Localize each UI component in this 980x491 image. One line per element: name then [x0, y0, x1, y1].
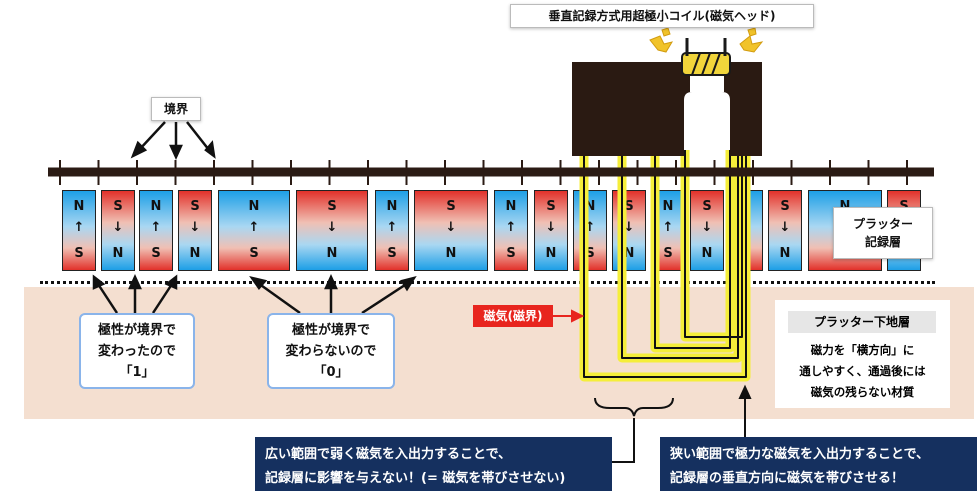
arrow-down-icon: ↓ [779, 220, 791, 235]
platter-recording-layer-label: プラッター 記録層 [833, 207, 933, 259]
pole-bottom-label: N [326, 246, 338, 261]
magnet-n-up: N ↑ S [494, 190, 528, 271]
magnet-s-down: S ↓ N [101, 190, 135, 271]
pole-top-label: S [546, 199, 556, 214]
spark-right-icon [739, 27, 764, 53]
pole-bottom-label: S [387, 246, 397, 261]
arrow-up-icon: ↑ [73, 220, 85, 235]
pole-bottom-label: N [545, 246, 557, 261]
field-brace [594, 397, 674, 417]
bottom-right-line1: 狭い範囲で極力な磁気を入出力することで、 [670, 447, 930, 462]
magnet-n-up: N ↑ S [218, 190, 290, 271]
bottom-note-narrow-strong: 狭い範囲で極力な磁気を入出力することで、 記録層の垂直方向に磁気を帯びさせる！ [660, 437, 977, 491]
pole-top-label: S [702, 199, 712, 214]
arrow-down-icon: ↓ [189, 220, 201, 235]
pole-top-label: S [624, 199, 634, 214]
bottom-note-wide-weak: 広い範囲で弱く磁気を入出力することで、 記録層に影響を与えない！(= 磁気を帯び… [255, 437, 612, 491]
pole-top-label: S [780, 199, 790, 214]
arrow-up-icon: ↑ [386, 220, 398, 235]
bottom-right-line2: 記録層の垂直方向に磁気を帯びさせる！ [670, 471, 905, 486]
pole-top-label: N [662, 199, 674, 214]
arrow-up-icon: ↑ [662, 220, 674, 235]
pole-top-label: N [150, 199, 162, 214]
magnet-s-down: S ↓ N [768, 190, 802, 271]
underlayer-title: プラッター下地層 [788, 311, 936, 333]
callout-2-arrows [249, 273, 417, 315]
arrow-up-icon: ↑ [248, 220, 260, 235]
arrow-down-icon: ↓ [445, 220, 457, 235]
arrow-down-icon: ↓ [545, 220, 557, 235]
magnet-s-down: S ↓ N [690, 190, 724, 271]
magnetic-field-label: 磁気(磁界) [473, 305, 553, 327]
pole-top-label: S [113, 199, 123, 214]
callout-1-line1: 極性が境界で [97, 323, 176, 338]
underlayer-description: 磁力を「横方向」に 通しやすく、通過後には 磁気の残らない材質 [775, 340, 950, 403]
pole-bottom-label: N [112, 246, 124, 261]
magnet-n-up: N ↑ S [573, 190, 607, 271]
underlayer-line1: 磁力を「横方向」に [810, 343, 915, 357]
platter-label-line1: プラッター [852, 217, 913, 231]
callout-polarity-changed: 極性が境界で 変わったので 「1」 [79, 313, 195, 389]
pole-top-label: N [73, 199, 85, 214]
pole-bottom-label: N [189, 246, 201, 261]
callout-2-line2: 変わらないので [285, 344, 377, 359]
pole-top-label: S [888, 199, 920, 214]
bottom-left-line1: 広い範囲で弱く磁気を入出力することで、 [265, 447, 512, 462]
magnet-s-down: S ↓ N [178, 190, 212, 271]
arrow-down-icon: ↓ [701, 220, 713, 235]
arrow-up-icon: ↑ [505, 220, 517, 235]
pole-bottom-label: S [74, 246, 84, 261]
pole-top-label: N [386, 199, 398, 214]
callout-2-line1: 極性が境界で [291, 323, 370, 338]
pole-bottom-label: N [445, 246, 457, 261]
magnet-n-up: N ↑ S [375, 190, 409, 271]
boundary-arrows [130, 121, 216, 161]
brace-connector [612, 418, 635, 463]
arrow-down-icon: ↓ [326, 220, 338, 235]
pole-bottom-label: S [506, 246, 516, 261]
magnet-s-down: S ↓ N [414, 190, 488, 271]
spark-left-icon [649, 27, 674, 53]
callout-1-arrows [92, 273, 178, 314]
arrow-down-icon: ↓ [112, 220, 124, 235]
magnet-n-up: N ↑ S [139, 190, 173, 271]
pole-top-label: S [190, 199, 200, 214]
callout-2-value: 「0」 [313, 365, 349, 380]
magnet-s-down: S ↓ N [534, 190, 568, 271]
arrow-up-icon: ↑ [150, 220, 162, 235]
magnet-n-up: N ↑ S [62, 190, 96, 271]
field-label-arrow [553, 309, 585, 323]
underlayer-line2: 通しやすく、通過後には [799, 364, 926, 378]
right-connector [738, 384, 752, 437]
pole-top-label: S [327, 199, 337, 214]
platter-label-line2: 記録層 [864, 235, 901, 249]
pole-top-label: N [248, 199, 260, 214]
magnetic-head [572, 62, 762, 156]
pole-top-label: S [446, 199, 456, 214]
pole-bottom-label: S [249, 246, 259, 261]
pole-bottom-label: S [585, 246, 595, 261]
pole-bottom-label: S [151, 246, 161, 261]
track-ticks [59, 160, 908, 185]
pole-bottom-label: N [623, 246, 635, 261]
callout-1-line2: 変わったので [97, 344, 176, 359]
pole-top-label: N [809, 199, 881, 214]
underlayer-line3: 磁気の残らない材質 [810, 385, 915, 399]
arrow-up-icon: ↑ [584, 220, 596, 235]
pole-bottom-label: N [779, 246, 791, 261]
pole-top-label: N [584, 199, 596, 214]
callout-polarity-unchanged: 極性が境界で 変わらないので 「0」 [267, 313, 395, 389]
magnetic-field-lines [579, 150, 751, 382]
callout-1-value: 「1」 [119, 365, 155, 380]
head-title: 垂直記録方式用超極小コイル(磁気ヘッド) [510, 4, 814, 28]
arrow-down-icon: ↓ [623, 220, 635, 235]
pole-bottom-label: S [663, 246, 673, 261]
boundary-label: 境界 [151, 97, 201, 121]
magnet-s-down: S ↓ N [296, 190, 368, 271]
pole-top-label: N [505, 199, 517, 214]
bottom-left-line2: 記録層に影響を与えない！(= 磁気を帯びさせない) [265, 471, 566, 486]
layer-divider [40, 281, 935, 284]
pole-bottom-label: N [701, 246, 713, 261]
